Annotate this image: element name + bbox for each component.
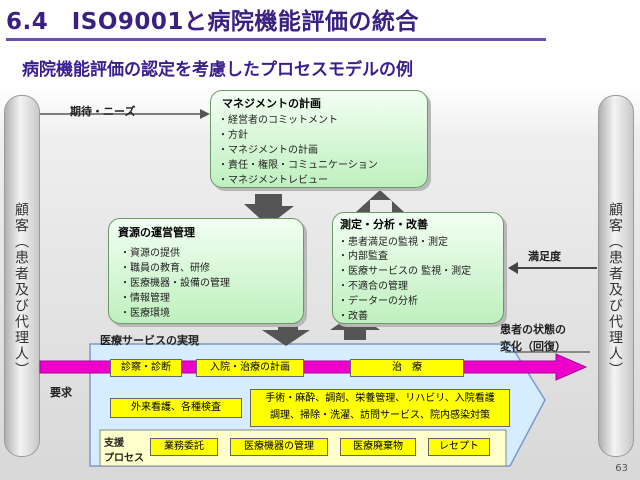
cycle-arrow-measure-to-mgmt: [356, 190, 404, 212]
resource-item: ・情報管理: [120, 293, 170, 304]
support-item-waste: 医療廃棄物: [340, 438, 416, 456]
support-item-receipt: レセプト: [428, 438, 490, 456]
procedures-box: 手術・麻酔、調剤、栄養管理、リハビリ、入院看護 調理、掃除・洗濯、訪問サービス、…: [250, 389, 510, 427]
management-plan-box: [210, 90, 428, 188]
management-plan-title: マネジメントの計画: [222, 97, 321, 110]
support-item-equipment: 医療機器の管理: [230, 438, 328, 456]
expectations-label: 期待・ニーズ: [70, 105, 136, 118]
title-underline: [6, 38, 546, 41]
cycle-arrow-service-to-measure: [330, 312, 380, 340]
measurement-item: ・内部監査: [338, 251, 388, 262]
measurement-analysis-box: [332, 212, 504, 324]
treatment-box: 治 療: [350, 359, 464, 377]
measurement-item: ・改善: [338, 311, 368, 322]
admission-plan-box: 入院・治療の計画: [196, 359, 304, 377]
measurement-item: ・患者満足の監視・測定: [338, 237, 448, 248]
measurement-analysis-title: 測定・分析・改善: [340, 218, 428, 231]
customer-right-label: 顧客（患者及び代理人）: [607, 202, 623, 378]
measurement-item: ・不適合の管理: [338, 281, 408, 292]
resource-item: ・資源の提供: [120, 248, 180, 259]
support-label-2: プロセス: [104, 453, 144, 464]
customer-right-cylinder: [598, 95, 634, 457]
management-item: ・責任・権限・コミュニケーション: [218, 160, 378, 171]
page-number: 63: [615, 463, 628, 474]
cycle-arrow-mgmt-to-resource: [244, 194, 294, 226]
satisfaction-label: 満足度: [528, 250, 561, 263]
outpatient-nursing-box: 外来看護、各種検査: [110, 398, 242, 418]
customer-left-label: 顧客（患者及び代理人）: [13, 202, 29, 378]
resource-item: ・職員の教育、研修: [120, 263, 210, 274]
cycle-arrow-resource-to-service: [262, 318, 310, 346]
slide-subtitle: 病院機能評価の認定を考慮したプロセスモデルの例: [22, 60, 413, 80]
resource-management-box: [108, 218, 304, 324]
management-item: ・経営者のコミットメント: [218, 115, 338, 126]
service-realization-title: 医療サービスの実現: [100, 334, 199, 347]
procedures-line-2: 調理、掃除・洗濯、訪問サービス、院内感染対策: [270, 410, 490, 421]
patient-state-label: 患者の状態の: [500, 323, 566, 336]
support-item-outsourcing: 業務委託: [150, 438, 218, 456]
management-item: ・マネジメントの計画: [218, 145, 318, 156]
expectations-arrowhead: [200, 109, 210, 119]
customer-left-cylinder: [4, 95, 40, 457]
resource-item: ・医療環境: [120, 308, 170, 319]
resource-item: ・医療機器・設備の管理: [120, 278, 230, 289]
measurement-item: ・データーの分析: [338, 296, 418, 307]
management-item: ・方針: [218, 130, 248, 141]
measurement-item: ・医療サービスの 監視・測定: [338, 266, 472, 277]
management-item: ・マネジメントレビュー: [218, 175, 328, 186]
procedures-line-1: 手術・麻酔、調剤、栄養管理、リハビリ、入院看護: [265, 393, 495, 404]
patient-state-label-2: 変化（回復）: [500, 340, 566, 353]
request-label: 要求: [50, 386, 72, 399]
support-label-1: 支援: [104, 438, 124, 449]
slide-title: 6.4 ISO9001と病院機能評価の統合: [6, 9, 419, 35]
satisfaction-arrowhead: [508, 262, 518, 274]
exam-diagnosis-box: 診察・診断: [110, 359, 182, 377]
resource-management-title: 資源の運営管理: [118, 226, 195, 239]
